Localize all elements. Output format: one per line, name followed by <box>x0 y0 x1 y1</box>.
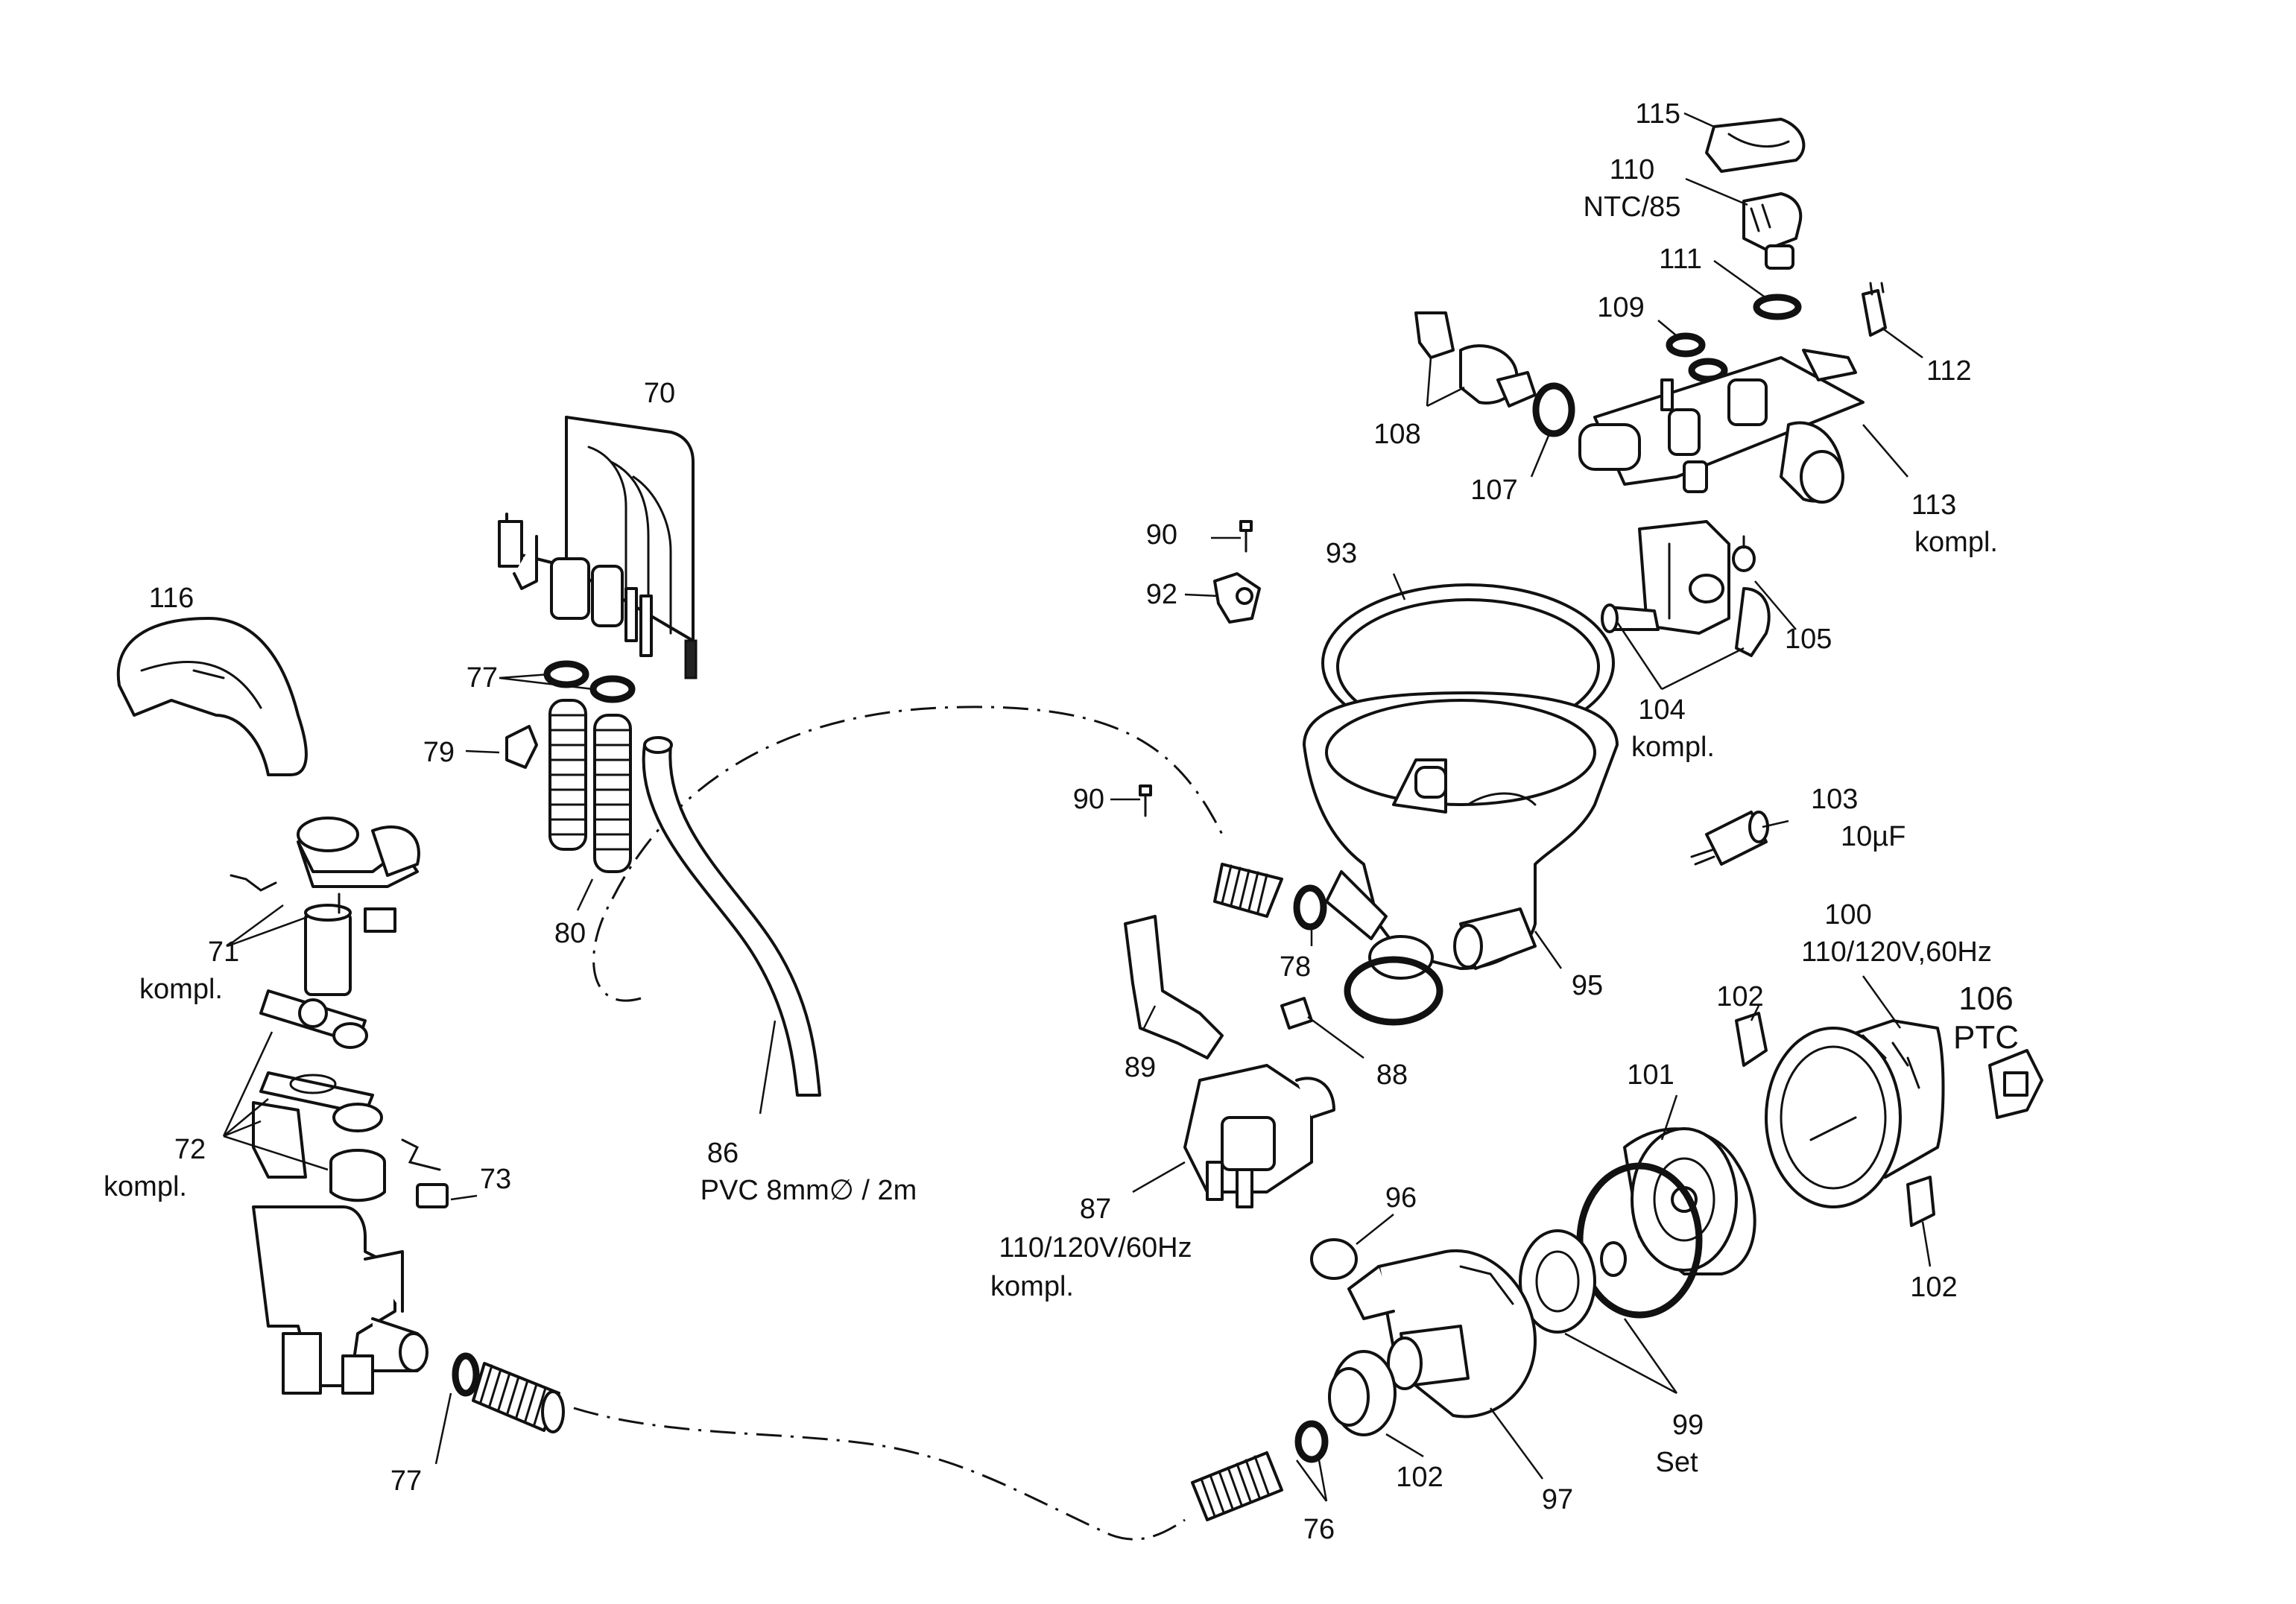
part-109-oring-b <box>1688 358 1728 383</box>
part-88-clip <box>1280 997 1313 1030</box>
part-80-tubes <box>548 699 632 873</box>
callout-78: 78 <box>1280 951 1311 983</box>
part-104-assembly <box>1601 520 1771 657</box>
part-108-switch <box>1414 311 1537 408</box>
part-corrugated-hose-upper <box>1213 863 1283 918</box>
part-86-hose <box>642 736 821 1097</box>
part-70-cover <box>498 416 698 679</box>
part-92-bracket <box>1213 572 1261 624</box>
part-76-hose-oring <box>1191 1420 1329 1521</box>
callout-109: 109 <box>1597 292 1644 323</box>
part-71-assembly <box>230 817 420 996</box>
part-115-cap <box>1705 118 1806 173</box>
part-77-seal-lower <box>452 1352 480 1397</box>
part-99-impeller <box>1519 1229 1627 1334</box>
hose-path-lower <box>573 1407 1186 1541</box>
callout-112: 112 <box>1926 355 1972 387</box>
callout-102-lower: 102 <box>1396 1462 1443 1493</box>
callout-96: 96 <box>1385 1182 1417 1214</box>
callout-80: 80 <box>554 918 586 949</box>
callout-95: 95 <box>1572 970 1603 1001</box>
callout-73: 73 <box>480 1164 511 1195</box>
part-corrugated-hose-lower <box>472 1362 565 1433</box>
leader-lines <box>222 112 1932 1502</box>
callout-88: 88 <box>1376 1059 1408 1091</box>
part-87-drain-pump <box>1183 1064 1335 1208</box>
callout-115: 115 <box>1635 98 1680 130</box>
part-95-sump <box>1303 691 1619 980</box>
part-105-clip <box>1732 535 1756 572</box>
callout-77-lower: 77 <box>390 1465 422 1497</box>
part-106-ptc <box>1988 1049 2043 1119</box>
callout-102-upper: 102 <box>1716 981 1763 1012</box>
callout-101: 101 <box>1627 1059 1674 1091</box>
part-102-seal <box>1328 1350 1397 1436</box>
part-107-oring <box>1532 382 1575 437</box>
callout-105: 105 <box>1785 624 1832 655</box>
part-100-motor <box>1765 1019 1945 1208</box>
part-109-oring-a <box>1666 332 1706 358</box>
part-95-oring <box>1344 956 1443 1026</box>
part-78-oring <box>1293 884 1327 931</box>
callout-93: 93 <box>1326 538 1357 569</box>
callout-92: 92 <box>1146 579 1177 610</box>
hose-path-upper <box>592 706 1224 1002</box>
part-valve-housing <box>252 1205 428 1395</box>
callout-90-lower: 90 <box>1073 784 1104 815</box>
callout-90-upper: 90 <box>1146 519 1177 551</box>
part-90-screw-a <box>1239 520 1253 553</box>
callout-76: 76 <box>1303 1514 1335 1545</box>
part-111-oring <box>1753 294 1802 320</box>
callout-77-upper: 77 <box>467 662 498 694</box>
part-103-capacitor <box>1690 811 1769 866</box>
part-79-clip <box>505 725 538 769</box>
part-96-clip <box>1310 1238 1358 1280</box>
callout-116: 116 <box>149 583 195 614</box>
callout-108: 108 <box>1373 419 1420 450</box>
part-112-clip <box>1862 282 1887 337</box>
callout-70: 70 <box>644 378 675 409</box>
part-90-screw-b <box>1139 784 1152 817</box>
callout-111: 111 <box>1659 244 1702 275</box>
part-113-valve-assembly <box>1578 349 1865 504</box>
part-72-assembly <box>252 989 449 1208</box>
callout-79: 79 <box>423 737 455 768</box>
callout-102-right: 102 <box>1910 1272 1957 1303</box>
callout-107: 107 <box>1470 475 1517 506</box>
callout-97: 97 <box>1542 1484 1573 1515</box>
part-116-cover <box>116 617 308 776</box>
part-77-seal-upper-b <box>589 675 636 703</box>
part-102-clip-upper <box>1735 1012 1768 1067</box>
part-97-pump-housing <box>1347 1249 1537 1418</box>
callout-89: 89 <box>1125 1052 1156 1083</box>
part-110-sensor <box>1742 192 1803 270</box>
part-77-seal-upper-a <box>543 660 589 688</box>
part-102-clip-lower <box>1906 1176 1935 1227</box>
part-89-bracket <box>1124 915 1224 1059</box>
